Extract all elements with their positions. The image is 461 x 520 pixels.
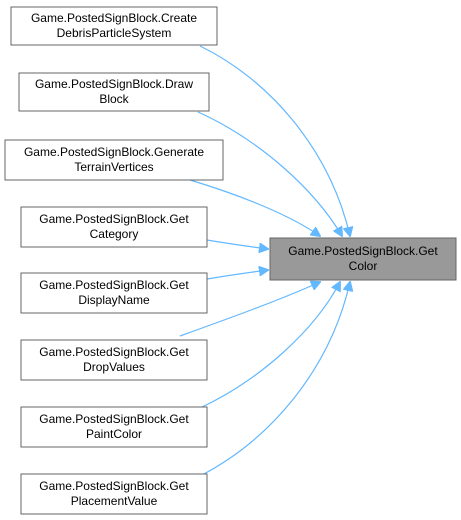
node-get-displayname[interactable]: Game.PostedSignBlock.Get DisplayName xyxy=(20,272,208,314)
node-label-line2: Color xyxy=(349,259,378,273)
node-label-line2: TerrainVertices xyxy=(74,160,153,174)
node-label-line2: Block xyxy=(99,92,129,106)
node-label-line2: PaintColor xyxy=(86,427,142,441)
node-draw-block[interactable]: Game.PostedSignBlock.Draw Block xyxy=(18,72,210,112)
node-get-color-target[interactable]: Game.PostedSignBlock.Get Color xyxy=(269,237,457,281)
node-label-line2: PlacementValue xyxy=(71,494,158,508)
node-get-paintcolor[interactable]: Game.PostedSignBlock.Get PaintColor xyxy=(20,406,208,448)
node-label-line1: Game.PostedSignBlock.Draw xyxy=(35,77,193,91)
edges xyxy=(179,45,350,477)
edge-get-displayname xyxy=(206,270,268,280)
node-label-line1: Game.PostedSignBlock.Get xyxy=(39,345,189,359)
edge-get-category xyxy=(206,239,268,249)
node-get-dropvalues[interactable]: Game.PostedSignBlock.Get DropValues xyxy=(20,339,208,381)
node-label-line2: DebrisParticleSystem xyxy=(57,26,172,40)
node-label-line1: Game.PostedSignBlock.Get xyxy=(39,412,189,426)
node-label-line1: Game.PostedSignBlock.Get xyxy=(288,244,438,258)
node-get-category[interactable]: Game.PostedSignBlock.Get Category xyxy=(20,206,208,248)
edge-get-placementvalue xyxy=(199,282,350,477)
edge-get-dropvalues xyxy=(179,282,320,337)
node-label-line1: Game.PostedSignBlock.Get xyxy=(39,278,189,292)
edge-draw-block xyxy=(197,111,342,236)
node-label-line2: DisplayName xyxy=(78,293,150,307)
edge-generate-terrain xyxy=(189,179,320,236)
node-label-line1: Game.PostedSignBlock.Generate xyxy=(24,145,204,159)
node-label-line2: Category xyxy=(90,227,139,241)
node-create-debris[interactable]: Game.PostedSignBlock.Create DebrisPartic… xyxy=(10,6,218,46)
node-generate-terrain[interactable]: Game.PostedSignBlock.Generate TerrainVer… xyxy=(4,139,224,181)
edge-create-debris xyxy=(199,45,350,236)
node-label-line2: DropValues xyxy=(83,360,145,374)
node-get-placementvalue[interactable]: Game.PostedSignBlock.Get PlacementValue xyxy=(20,473,208,515)
node-label-line1: Game.PostedSignBlock.Get xyxy=(39,212,189,226)
node-label-line1: Game.PostedSignBlock.Get xyxy=(39,479,189,493)
edge-get-paintcolor xyxy=(199,282,340,409)
node-label-line1: Game.PostedSignBlock.Create xyxy=(31,11,197,25)
